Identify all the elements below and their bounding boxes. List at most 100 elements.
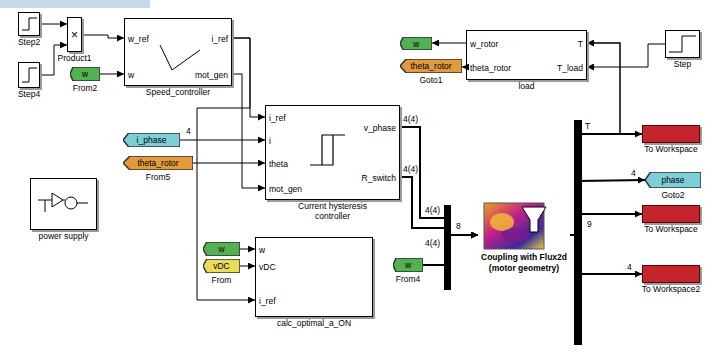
port-label: w (259, 245, 265, 255)
mux-bar (444, 205, 451, 290)
signal-width-label: 4 (185, 126, 192, 136)
goto-tag: theta_rotorGoto1 (400, 59, 462, 73)
workspace-block: To Workspace2 (642, 265, 700, 283)
load-block: w_rotortheta_rotorTT_loadload (466, 30, 587, 80)
port-label: w_rotor (470, 39, 498, 49)
block-text: w (82, 69, 88, 79)
supply-symbol (52, 193, 63, 207)
tag-shape (645, 172, 701, 188)
signal-wire (193, 163, 265, 164)
block-label: From4 (396, 274, 421, 284)
tag-shape (123, 156, 193, 170)
calc-block: wvDCi_refcalc_optimal_a_ON (255, 237, 373, 317)
signal-wire (82, 35, 124, 38)
from-tag: wFrom4 (393, 258, 423, 272)
port-label: theta_rotor (470, 63, 511, 73)
port-label: i_ref (211, 34, 228, 44)
block-text: vDC (213, 261, 230, 271)
port-label: R_switch (362, 173, 396, 183)
step-block: Step (665, 30, 700, 58)
block-label: Speed_controller (146, 87, 210, 97)
signal-wire (240, 266, 255, 267)
step-block: Step4 (18, 62, 40, 88)
port-label: i (269, 136, 271, 146)
from-tag: vDCFrom (203, 259, 240, 273)
block-text: × (71, 29, 78, 41)
block-text: theta_rotor (137, 158, 178, 168)
signal-wire (100, 74, 124, 75)
port-label: mot_gen (269, 184, 302, 194)
block-label: To Workspace (644, 144, 698, 154)
step-icon (22, 68, 37, 82)
tag-shape (393, 258, 423, 272)
tag-shape (70, 67, 100, 81)
signal-width-label: T (584, 121, 591, 131)
signal-width-label: 4(4) (424, 205, 441, 215)
power-supply-block: power supply (30, 178, 97, 230)
port-label: v_phase (364, 123, 396, 133)
controller-block: w_refwi_refmot_genSpeed_controller (124, 18, 232, 86)
flux-logo (501, 228, 529, 242)
cosim-block: Coupling with Flux2d (motor geometry) (478, 198, 570, 288)
signal-wire (40, 24, 67, 25)
supply-symbol (65, 197, 77, 209)
block-label: To Workspace (644, 224, 698, 234)
signal-wire (240, 249, 255, 250)
block-label: From2 (73, 83, 98, 93)
from-tag: theta_rotorFrom5 (123, 156, 193, 170)
port-label: T_load (557, 63, 583, 73)
signal-wire (232, 74, 265, 188)
port-label: vDC (259, 262, 276, 272)
block-label: Coupling with Flux2d (motor geometry) (478, 252, 570, 274)
from-tag: w (203, 242, 240, 256)
block-text: phase (661, 175, 684, 185)
block-label: From5 (146, 172, 171, 182)
hysteresis-icon (322, 135, 345, 165)
block-text: w (405, 260, 411, 270)
signal-wire (180, 140, 265, 141)
block-text: i_phase (137, 135, 167, 145)
tag-shape (203, 259, 240, 273)
supply-symbol (45, 200, 46, 212)
signal-width-label: 4(4) (424, 238, 441, 248)
controller-icon (160, 45, 200, 70)
block-label: calc_optimal_a_ON (277, 318, 351, 328)
port-label: i_ref (269, 113, 286, 123)
signal-wire (432, 43, 466, 44)
block-text: w (218, 244, 224, 254)
flux-logo (490, 213, 514, 231)
block-text: theta_rotor (410, 61, 451, 71)
block-label: Goto1 (419, 75, 442, 85)
demux-bar (574, 120, 582, 345)
signal-width-label: 4(4) (402, 164, 419, 174)
step-icon (22, 18, 37, 30)
block-label: Current hysteresis controller (287, 201, 379, 221)
from-tag: wFrom2 (70, 67, 100, 81)
signal-wire (400, 127, 478, 235)
block-label: To Workspace2 (642, 284, 700, 294)
from-tag: i_phase (123, 133, 180, 147)
port-label: w_ref (128, 34, 149, 44)
block-label: load (518, 81, 534, 91)
signal-wire (587, 44, 665, 67)
block-label: Goto2 (661, 190, 684, 200)
supply-symbol (63, 200, 65, 201)
signal-width-label: 8 (455, 221, 462, 231)
port-label: T (578, 39, 583, 49)
signal-width-label: 9 (586, 219, 593, 229)
port-label: w (128, 70, 134, 80)
workspace-block: To Workspace (642, 205, 700, 223)
step-block: Step2 (18, 12, 40, 36)
signal-width-label: 4 (626, 262, 633, 272)
tag-shape (400, 37, 432, 50)
block-label: power supply (38, 231, 88, 241)
block-label: From (212, 275, 232, 285)
supply-symbol (77, 203, 88, 204)
block-text: w (413, 39, 419, 49)
hysteresis-block: i_refithetamot_genv_phaseR_switchCurrent… (265, 105, 400, 200)
signal-wire (400, 177, 478, 235)
